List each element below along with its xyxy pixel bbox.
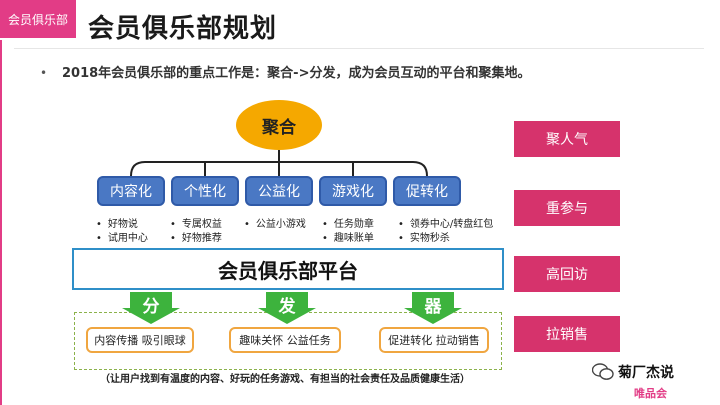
list-item: 领券中心/转盘红包 [398,218,493,232]
list-item: 专属权益 [170,218,222,232]
watermark-account: 菊厂杰说 [618,365,674,381]
list-item: 趣味账单 [322,232,374,246]
list-item: 实物秒杀 [398,232,493,246]
goal-popularity: 聚人气 [514,121,620,157]
distribute-label-2: 发 [278,297,296,317]
output-box-sales: 促进转化 拉动销售 [379,327,489,353]
distribute-label-1: 分 [142,297,160,317]
category-gamify: 游戏化 [319,176,387,206]
goal-revisit: 高回访 [514,256,620,292]
list-item: 好物说 [96,218,148,232]
section-badge: 会员俱乐部 [0,0,76,38]
category-convert: 促转化 [393,176,461,206]
category-gamify-items: 任务勋章 趣味账单 [322,218,374,246]
title-divider [14,48,704,49]
intro-bullet: • [40,66,48,80]
distribute-arrow-2 [258,292,316,324]
output-box-content: 内容传播 吸引眼球 [86,327,194,353]
category-content-items: 好物说 试用中心 [96,218,148,246]
list-item: 试用中心 [96,232,148,246]
brand-logo: 唯品会 [634,387,667,400]
intro-text: 2018年会员俱乐部的重点工作是：聚合->分发，成为会员互动的平台和聚集地。 [62,66,531,81]
wechat-icon [592,363,614,380]
category-charity-items: 公益小游戏 [244,218,306,232]
distribute-label-3: 器 [424,297,442,317]
goal-sales: 拉销售 [514,316,620,352]
list-item: 好物推荐 [170,232,222,246]
goal-participation: 重参与 [514,190,620,226]
footnote: （让用户找到有温度的内容、好玩的任务游戏、有担当的社会责任及品质健康生活） [100,374,470,385]
distribute-arrow-3 [404,292,462,324]
category-content: 内容化 [97,176,165,206]
output-box-care: 趣味关怀 公益任务 [229,327,341,353]
platform-box: 会员俱乐部平台 [72,248,504,290]
left-accent-bar [0,40,2,405]
category-charity: 公益化 [245,176,313,206]
category-personalize-items: 专属权益 好物推荐 [170,218,222,246]
category-convert-items: 领券中心/转盘红包 实物秒杀 [398,218,493,246]
category-personalize: 个性化 [171,176,239,206]
page-title: 会员俱乐部规划 [88,14,278,44]
hub-node: 聚合 [236,100,322,150]
watermark: 菊厂杰说 [592,362,674,382]
distribute-arrow-1 [122,292,180,324]
list-item: 任务勋章 [322,218,374,232]
list-item: 公益小游戏 [244,218,306,232]
